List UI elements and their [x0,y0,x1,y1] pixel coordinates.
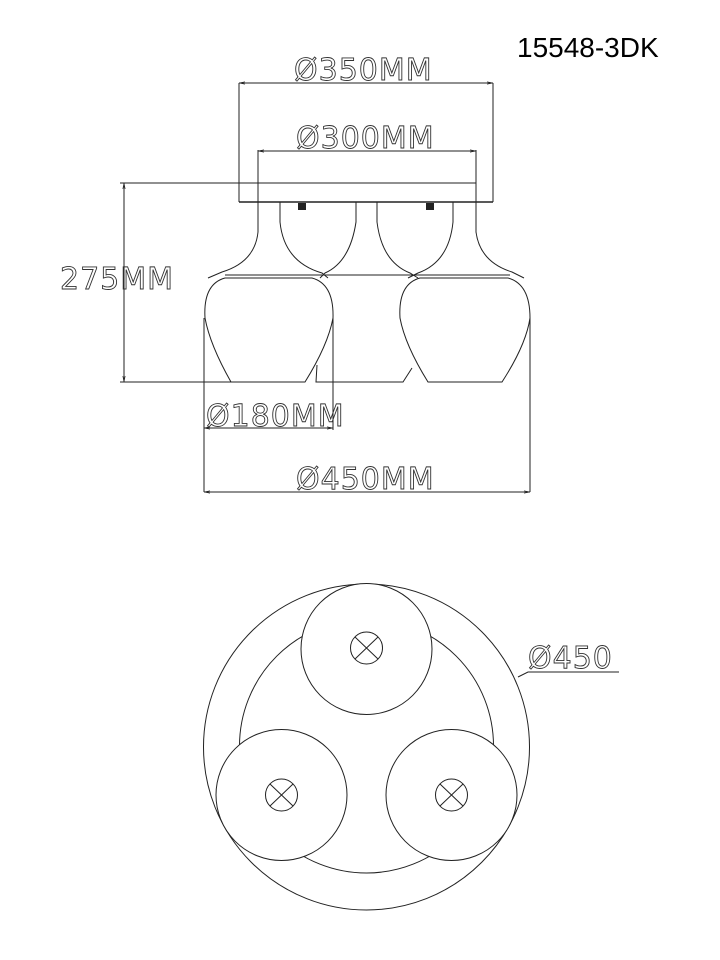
height-label: 275MM [60,262,174,297]
shade-diameter-label: Ø180MM [206,399,345,434]
top-diameter-label: Ø450 [528,641,613,676]
bulb-icon [435,778,468,812]
overall-diameter-label: Ø450MM [296,462,435,497]
leader-line [517,671,619,678]
canopy-diameter-label: Ø350MM [294,53,433,88]
canopy [120,83,494,210]
screw-icon [426,203,434,210]
base-diameter-label: Ø300MM [296,121,435,156]
bulb-icon [350,631,383,665]
shade-top [300,583,433,715]
side-view: Ø350MM Ø300MM 275MM Ø180MM [60,53,531,497]
shades [204,202,531,383]
model-number: 15548-3DK [517,32,659,63]
screw-icon [298,203,306,210]
top-view: Ø450 [203,583,619,911]
bulb-icon [265,778,298,812]
